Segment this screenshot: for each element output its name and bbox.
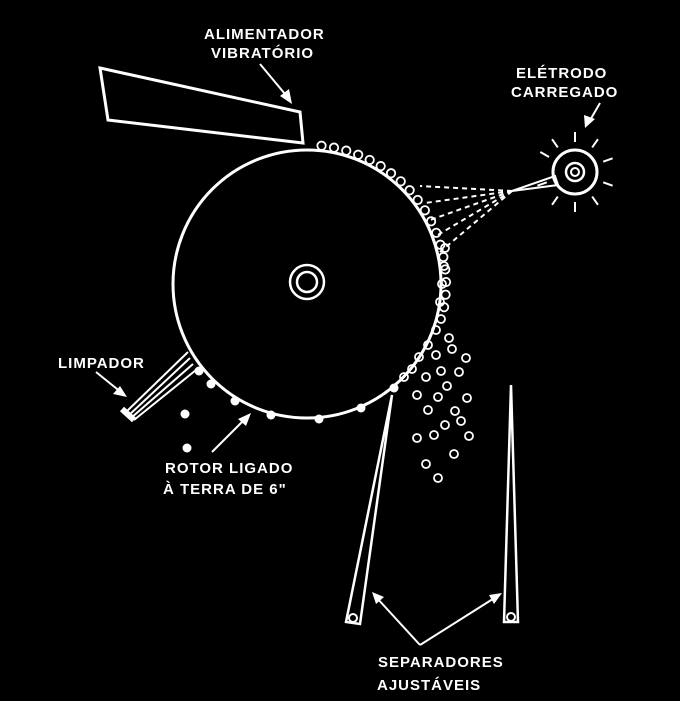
wiper-label: LIMPADOR: [58, 355, 145, 372]
rotor-label-line2: À TERRA DE 6": [163, 481, 287, 498]
particles-on-rotor: [180, 140, 452, 453]
particle: [356, 403, 366, 413]
ray: [537, 181, 548, 187]
corona-line: [435, 190, 513, 237]
particle: [435, 297, 445, 307]
electrode-rays: [537, 132, 613, 212]
ray: [591, 196, 599, 206]
rotor-hub-outer: [288, 263, 326, 301]
arrow-wiper: [95, 371, 127, 397]
particle: [412, 390, 422, 400]
particle: [437, 279, 447, 289]
particle: [433, 392, 443, 402]
particle: [464, 431, 474, 441]
corona-line: [429, 190, 513, 221]
particle: [316, 140, 327, 151]
particle: [456, 416, 466, 426]
particle: [206, 379, 216, 389]
feeder-label-line1: ALIMENTADOR: [204, 26, 325, 43]
particle: [442, 381, 452, 391]
electrode-label-line2: CARREGADO: [511, 84, 618, 101]
particle: [404, 185, 415, 196]
particle: [425, 216, 437, 227]
corona-line: [439, 190, 513, 253]
particle: [389, 383, 399, 393]
particle: [180, 409, 190, 419]
particle: [412, 433, 422, 443]
particle: [266, 410, 276, 420]
particle: [436, 314, 446, 324]
particle: [395, 176, 406, 187]
particle: [440, 289, 451, 300]
separators-label-line2: AJUSTÁVEIS: [377, 677, 481, 694]
particle: [440, 420, 450, 430]
particle: [385, 168, 397, 179]
ray: [591, 138, 599, 148]
particle: [314, 414, 324, 424]
grounded-rotor: [171, 148, 443, 420]
rotor-label-line1: ROTOR LIGADO: [165, 460, 293, 477]
feeder-label-line2: VIBRATÓRIO: [211, 44, 314, 62]
ray: [602, 181, 613, 187]
particle: [438, 251, 449, 263]
particle: [433, 473, 443, 483]
particle: [431, 325, 441, 335]
particle: [353, 149, 364, 160]
ray: [551, 196, 559, 206]
separators-label-line1: SEPARADORES: [378, 654, 504, 671]
particle: [230, 396, 240, 406]
particle: [399, 372, 409, 382]
particle: [440, 243, 450, 253]
particle: [364, 154, 375, 166]
particle: [431, 227, 442, 238]
particle: [439, 261, 449, 271]
arrow-feeder: [259, 63, 292, 104]
rotor-hub-inner: [295, 270, 319, 294]
ray: [539, 151, 550, 158]
adjustable-separator-left: [344, 394, 394, 626]
particle: [449, 449, 459, 459]
particle: [436, 366, 446, 376]
particle: [182, 443, 192, 453]
adjustable-separator-right: [502, 384, 520, 624]
particle: [375, 161, 386, 172]
particle: [447, 344, 457, 354]
corona-line: [424, 190, 513, 204]
particle: [444, 333, 454, 343]
particle: [423, 340, 433, 350]
electrode-label-line1: ELÉTRODO: [516, 65, 607, 82]
particle: [454, 367, 464, 377]
particle: [341, 145, 352, 156]
vibratory-feeder: [98, 66, 305, 145]
particle: [419, 205, 430, 216]
conductive-particles-falling: [399, 314, 474, 483]
arrow-electrode: [584, 102, 601, 128]
ray: [551, 138, 559, 148]
particle: [423, 405, 433, 415]
particle: [431, 350, 441, 360]
particle: [412, 194, 423, 206]
particle: [462, 393, 472, 403]
particle: [414, 352, 424, 362]
nonconductive-particles-pinned: [435, 243, 450, 307]
wiper: [119, 351, 197, 423]
charged-electrode: [419, 132, 613, 253]
particle: [194, 366, 204, 376]
corona-line: [419, 185, 513, 192]
arrow-separators: [372, 592, 502, 646]
particle: [328, 142, 340, 153]
arrow-rotor: [211, 413, 251, 453]
particle: [421, 459, 431, 469]
ray: [602, 157, 613, 163]
corona-discharge-lines: [419, 185, 513, 253]
particle: [429, 430, 439, 440]
particle: [450, 406, 460, 416]
particle: [421, 372, 431, 382]
particle: [461, 353, 471, 363]
particle: [407, 364, 417, 374]
